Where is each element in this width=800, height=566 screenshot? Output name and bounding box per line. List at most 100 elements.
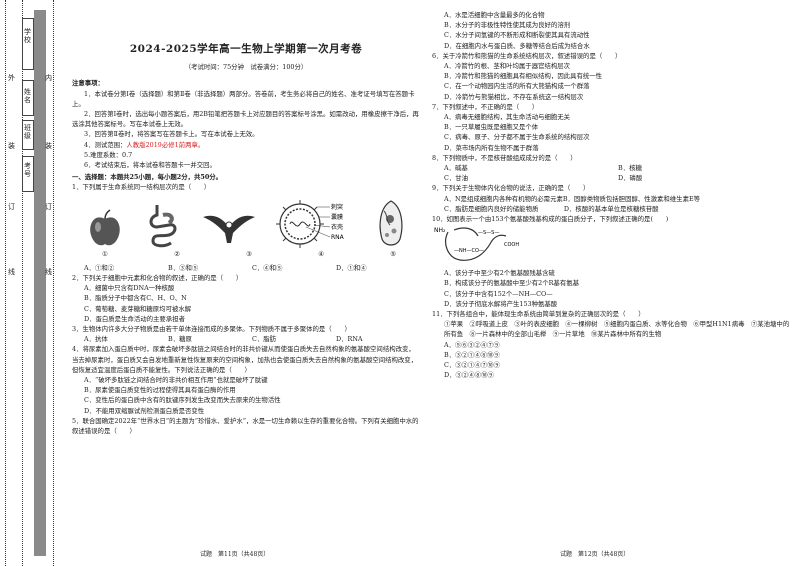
q1-option-c[interactable]: C．④和⑤ bbox=[252, 263, 283, 272]
q8-options-row-1: A．碱基 B．核糖 bbox=[432, 163, 792, 173]
note-5: 5.难度系数：0.7 bbox=[84, 150, 133, 159]
note-4-prefix: 4．测试范围： bbox=[84, 140, 127, 149]
apple-icon bbox=[90, 209, 120, 245]
pic-num-3: ③ bbox=[246, 249, 252, 258]
question-8: 8．下列物质中，不是核苷酸组成成分的是（ ） bbox=[432, 153, 577, 162]
q4-option-c[interactable]: C．变性后的蛋白质中含有的肽键序列发生改变而失去原来的生物活性 bbox=[84, 396, 281, 405]
q4-option-d[interactable]: D．不能用双缩脲试剂检测蛋白质是否变性 bbox=[84, 406, 205, 415]
pic-num-2: ② bbox=[174, 249, 180, 258]
q10-option-b[interactable]: B．构成该分子的氨基酸中至少有2个R基有氨基 bbox=[444, 279, 579, 288]
q7-option-a[interactable]: A．病毒无细胞结构，其生命活动与细胞无关 bbox=[444, 113, 571, 122]
q11-option-c[interactable]: C．③②①④⑦⑩⑨ bbox=[444, 361, 501, 370]
q1-option-d[interactable]: D．①和④ bbox=[336, 263, 367, 272]
protein-label-disulfide: —S—S— bbox=[478, 230, 499, 236]
q6-option-b[interactable]: B．冷箭竹和熊猫的细胞具有相似结构，因此具有统一性 bbox=[444, 72, 603, 81]
q11-option-a[interactable]: A．⑤⑥③②④⑦⑨ bbox=[444, 340, 500, 349]
virus-label-rna: RNA bbox=[331, 234, 345, 241]
question-10: 10．如图表示一个由153个氨基酸残基构成的蛋白质分子，下列叙述正确的是( ) bbox=[432, 215, 669, 224]
q6-option-d[interactable]: D．冷箭竹与熊猫相比，不存在系统这一结构层次 bbox=[444, 92, 584, 101]
q8-options-row-2: C．甘油 D．磷酸 bbox=[432, 173, 792, 183]
school-label: 学校 bbox=[24, 28, 31, 44]
q8-option-c[interactable]: C．甘油 bbox=[444, 174, 469, 183]
q5-option-b[interactable]: B．水分子的非极性特性使其成为良好的溶剂 bbox=[444, 21, 571, 30]
virus-label-spike: 刺突 bbox=[331, 203, 343, 211]
q2-option-b[interactable]: B．脂质分子中都含有C、H、O、N bbox=[84, 294, 187, 303]
q3-option-a[interactable]: A．抗体 bbox=[84, 335, 108, 344]
class-label: 班级 bbox=[24, 124, 31, 140]
question-2: 2．下列关于细胞中元素和化合物的叙述，正确的是（ ） bbox=[72, 274, 243, 283]
q1-option-b[interactable]: B．③和⑤ bbox=[168, 263, 199, 272]
q11-option-b[interactable]: B．③②①④⑧⑩⑨ bbox=[444, 350, 500, 359]
protein-label-peptide-bond: —NH—CO— bbox=[454, 248, 484, 254]
question-3: 3．生物体内许多大分子物质是由若干单体连接而成的多聚体。下列物质不属于多聚体的是… bbox=[72, 325, 351, 334]
q3-option-b[interactable]: B．糖原 bbox=[168, 335, 192, 344]
q11-option-d[interactable]: D．③②④⑧⑩⑨ bbox=[444, 371, 494, 380]
q1-options: A．①和② B．③和⑤ C．④和⑤ D．①和④ bbox=[72, 263, 420, 273]
q8-option-b[interactable]: B．核糖 bbox=[618, 164, 642, 173]
note-4-scope: 人教版2019必修1前两章。 bbox=[126, 140, 205, 149]
exam-no-field[interactable] bbox=[22, 156, 34, 192]
virus-label-capsid: 衣壳 bbox=[331, 223, 343, 231]
q6-option-a[interactable]: A．冷箭竹的根、茎和叶均属于器官结构层次 bbox=[444, 62, 571, 71]
q2-option-c[interactable]: C．葡萄糖、麦芽糖和糖原均可被水解 bbox=[84, 304, 192, 313]
q5-option-d[interactable]: D．在细胞内水与蛋白质、多糖等结合后成为结合水 bbox=[444, 41, 590, 50]
protein-structure-diagram: NH₂ —S—S— —NH—CO— COOH bbox=[434, 227, 519, 262]
inner-label: 内 bbox=[45, 74, 52, 82]
q4-option-b[interactable]: B．尿素使蛋白质变性的过程使得其具有蛋白酶的作用 bbox=[84, 386, 236, 395]
q9-option-cd[interactable]: C．脂肪是细胞内良好的储能物质 D．核酸的基本单位是核糖核苷酸 bbox=[444, 204, 659, 213]
q10-option-d[interactable]: D．该分子彻底水解将产生153种氨基酸 bbox=[444, 299, 558, 308]
digestive-system-icon bbox=[149, 204, 176, 247]
ding-inner: 订 bbox=[45, 203, 52, 211]
outer-dotted-line bbox=[5, 0, 6, 566]
binding-bar bbox=[34, 10, 46, 556]
q2-option-d[interactable]: D．蛋白质是生命活动的主要承担者 bbox=[84, 314, 185, 323]
question-4: 4．将尿素加入蛋白质中时，尿素会破坏多肽链之间结合时的非共价键从而使蛋白质失去自… bbox=[72, 345, 418, 374]
name-field[interactable] bbox=[22, 80, 34, 116]
left-page-footer: 试题 第11页（共48页） bbox=[200, 551, 270, 558]
q10-option-a[interactable]: A．该分子中至少有2个氨基酸残基含硫 bbox=[444, 269, 555, 278]
q2-option-a[interactable]: A．细菌中只含有DNA一种核酸 bbox=[84, 284, 175, 293]
q7-option-b[interactable]: B．一只草履虫既是细胞又是个体 bbox=[444, 123, 539, 132]
virus-diagram: 刺突 囊膜 衣壳 RNA bbox=[275, 199, 345, 248]
name-label: 姓名 bbox=[24, 88, 31, 104]
question-5: 5．联合国确定2022年“世界水日”的主题为“珍惜水、爱护水”，水是一切生命赖以… bbox=[72, 416, 419, 436]
pic-num-1: ① bbox=[102, 249, 108, 258]
zhuang-outer: 装 bbox=[8, 142, 15, 150]
left-page: 2024-2025学年高一生物上学期第一次月考卷 （考试时间：75分钟 试卷满分… bbox=[72, 10, 420, 436]
q5-option-c[interactable]: C．水分子间氢键的不断形成和断裂使其具有流动性 bbox=[444, 31, 590, 40]
q10-option-c[interactable]: C．该分子中含有152个—NH—CO— bbox=[444, 289, 553, 298]
q8-option-a[interactable]: A．碱基 bbox=[444, 164, 468, 173]
eagle-icon bbox=[203, 215, 255, 243]
question-6: 6．关于冷箭竹和熊猫的生命系统结构层次，叙述错误的是（ ） bbox=[432, 51, 622, 60]
q6-option-c[interactable]: C．在一个动物园内生活的所有大熊猫构成一个群落 bbox=[444, 82, 590, 91]
q5-option-a[interactable]: A．水是活细胞中含量最多的化合物 bbox=[444, 11, 545, 19]
zhuang-inner: 装 bbox=[45, 142, 52, 150]
q3-option-d[interactable]: D．RNA bbox=[336, 335, 363, 344]
q4-option-a[interactable]: A．“破坏多肽链之间结合时的非共价相互作用”也就是破坏了肽键 bbox=[84, 376, 268, 385]
question-9: 9．下列关于生物体内化合物的说法，正确的是（ ） bbox=[432, 184, 590, 193]
pic-num-4: ④ bbox=[318, 249, 324, 258]
ding-outer: 订 bbox=[8, 203, 15, 211]
question-1: 1．下列属于生命系统同一结构层次的是（ ） bbox=[72, 183, 211, 192]
school-field[interactable] bbox=[22, 18, 34, 70]
note-6: 6．考试结束后，将本试卷和答题卡一并交回。 bbox=[84, 161, 216, 170]
q3-options: A．抗体 B．糖原 C．脂肪 D．RNA bbox=[72, 334, 420, 344]
right-dotted-line bbox=[53, 0, 54, 566]
q8-option-d[interactable]: D．磷酸 bbox=[618, 174, 643, 183]
virus-label-envelope: 囊膜 bbox=[331, 213, 343, 221]
q1-option-a[interactable]: A．①和② bbox=[84, 263, 115, 272]
q3-option-c[interactable]: C．脂肪 bbox=[252, 335, 277, 344]
protein-label-nh2: NH₂ bbox=[434, 227, 446, 234]
q7-option-d[interactable]: D．菜市场内所有生物不属于群落 bbox=[444, 143, 539, 152]
binding-margin: 外 内 学校 姓名 班级 考号 装 装 订 订 线 线 bbox=[0, 0, 60, 566]
inner-dotted-line bbox=[22, 0, 23, 566]
right-page-footer: 试题 第12页（共48页） bbox=[560, 551, 630, 558]
exam-subtitle: （考试时间：75分钟 试卷满分：100分） bbox=[184, 63, 308, 72]
q11-items: ①苹果 ②呼吸道上皮 ③叶的表皮细胞 ④一棵柳树 ⑤细胞内蛋白质、水等化合物 ⑥… bbox=[444, 320, 790, 339]
q7-option-c[interactable]: C．病毒、原子、分子都不属于生命系统的结构层次 bbox=[444, 133, 590, 142]
class-field[interactable] bbox=[22, 120, 34, 150]
question-11: 11．下列各组合中，能体现生命系统由简单到复杂的正确层次的是（ ） bbox=[432, 310, 645, 319]
note-1: 1．本试卷分第Ⅰ卷（选择题）和第Ⅱ卷（非选择题）两部分。答卷前，考生务必将自己的… bbox=[72, 89, 415, 108]
q9-option-ab[interactable]: A．N是组成细胞内各种有机物的必需元素B．固醇类物质包括胆固醇、性激素和维生素E… bbox=[444, 194, 701, 203]
pic-num-5: ⑤ bbox=[390, 249, 396, 258]
